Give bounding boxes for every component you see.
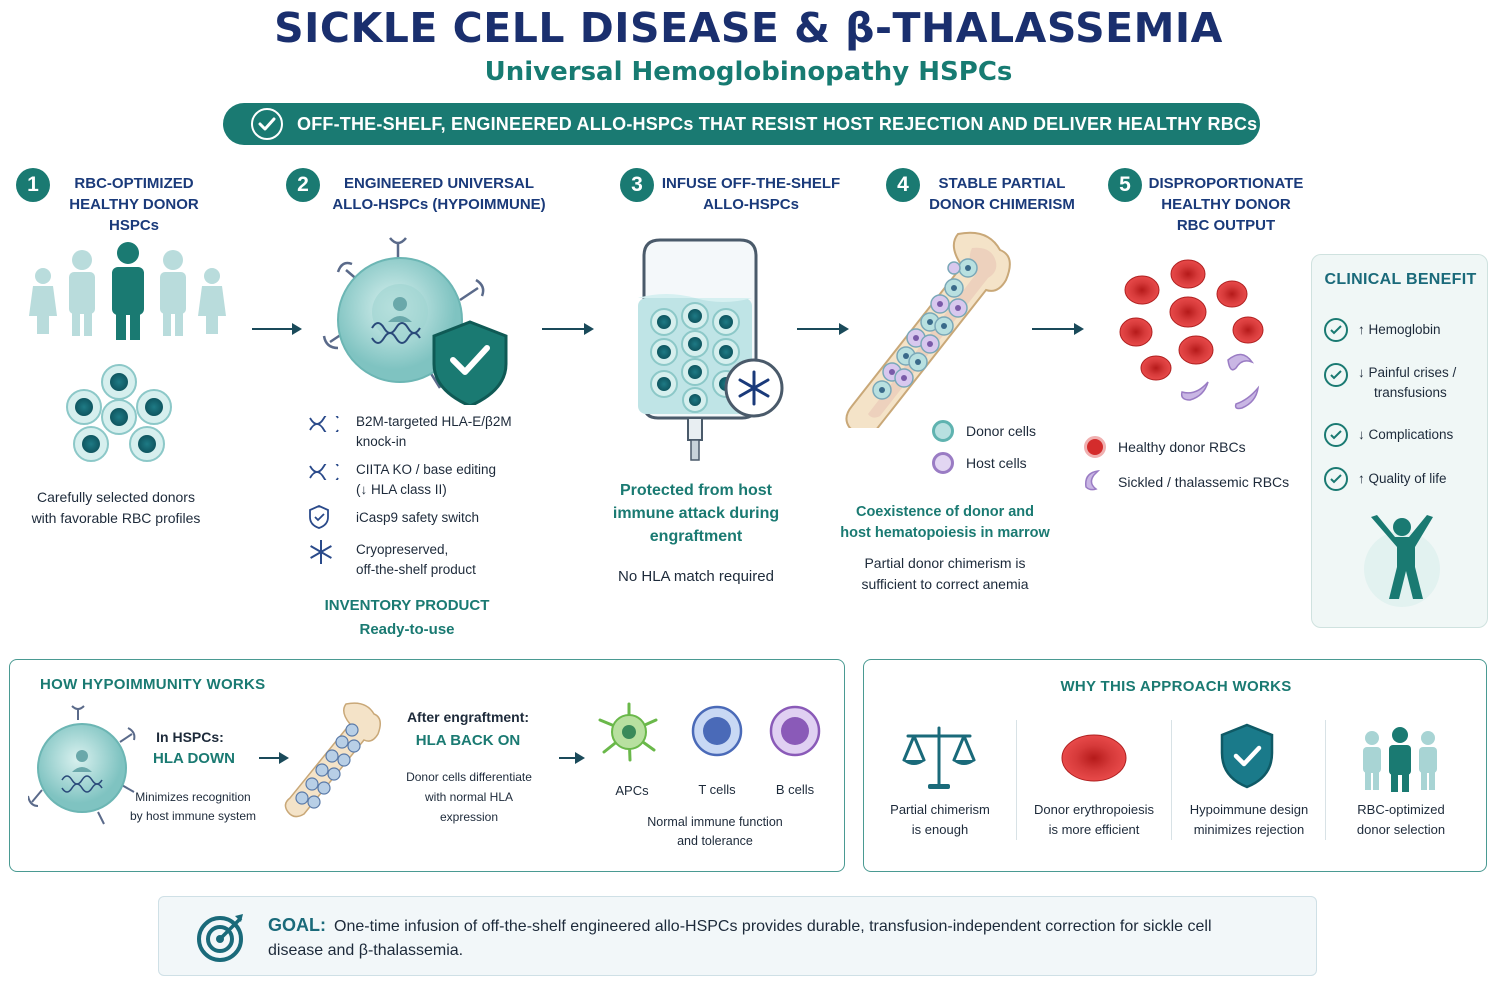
step-3-number: 3 [620, 168, 654, 202]
no-hla-match-note: No HLA match required [618, 568, 774, 585]
page-subtitle: Universal Hemoglobinopathy HSPCs [484, 57, 1013, 87]
apcs-label: APCs [615, 783, 649, 798]
check-icon [251, 108, 283, 140]
step-1-number: 1 [16, 168, 50, 202]
flow-arrow [542, 323, 594, 335]
t-cells-label: T cells [698, 782, 736, 797]
target-icon [197, 914, 243, 962]
flow-arrow [1032, 323, 1084, 335]
b-cells-label: B cells [775, 782, 815, 797]
snowflake-icon [308, 540, 342, 564]
legend-host-cells: Host cells [932, 452, 1027, 474]
shield-check-icon [1220, 723, 1274, 789]
t-cell-icon [691, 705, 743, 757]
flow-arrow [252, 323, 302, 335]
check-circle-icon [1324, 423, 1348, 447]
hypoimmunity-title: HOW HYPOIMMUNITY WORKS [40, 676, 266, 693]
b-cell-icon [769, 705, 821, 757]
clinical-benefit-panel: CLINICAL BENEFIT ↑ Hemoglobin ↓ Painful … [1311, 254, 1488, 628]
donor-cell-swatch [932, 420, 954, 442]
step-2-number: 2 [286, 168, 320, 202]
scale-icon [902, 726, 976, 789]
dna-edit-icon [308, 460, 342, 484]
key-message-banner: OFF-THE-SHELF, ENGINEERED ALLO-HSPCs THA… [223, 103, 1260, 145]
legend-healthy-rbc: Healthy donor RBCs [1084, 436, 1246, 458]
check-circle-icon [1324, 318, 1348, 342]
hla-down-label: HLA DOWN [153, 750, 235, 767]
page-title: SICKLE CELL DISEASE & β-THALASSEMIA [274, 4, 1223, 52]
goal-label: GOAL: [268, 915, 326, 935]
goal-statement: GOAL:One-time infusion of off-the-shelf … [268, 913, 1268, 963]
clinical-benefit-title: CLINICAL BENEFIT [1324, 271, 1477, 288]
why-approach-panel: WHY THIS APPROACH WORKS Partial chimeris… [863, 659, 1487, 872]
inventory-title: INVENTORY PRODUCT [324, 597, 490, 614]
hspc-cluster-icon [66, 364, 172, 462]
benefit-crises: ↓ Painful crises /transfusions [1324, 363, 1456, 403]
healthy-person-icon [1364, 515, 1440, 607]
check-circle-icon [1324, 363, 1348, 387]
rbc-icon [1061, 734, 1127, 782]
hypoimmune-cell-icon [322, 237, 508, 405]
check-circle-icon [1324, 467, 1348, 491]
feature-ciita-ko: CIITA KO / base editing(↓ HLA class II) [308, 460, 536, 500]
feature-icasp9: iCasp9 safety switch [308, 505, 536, 529]
hla-down-cell-icon [28, 705, 136, 825]
step-5-number: 5 [1108, 168, 1142, 202]
why-approach-title: WHY THIS APPROACH WORKS [1060, 678, 1292, 695]
rbc-output-icon [1119, 259, 1264, 410]
goal-text: One-time infusion of off-the-shelf engin… [268, 918, 1212, 959]
host-cell-swatch [932, 452, 954, 474]
goal-panel: GOAL:One-time infusion of off-the-shelf … [158, 896, 1317, 976]
donor-people-icon [29, 242, 226, 340]
feature-cryopreserved: Cryopreserved,off-the-shelf product [308, 540, 536, 580]
benefit-complications: ↓ Complications [1324, 423, 1453, 447]
shield-check-icon [308, 505, 342, 529]
benefit-hemoglobin: ↑ Hemoglobin [1324, 318, 1441, 342]
infusion-bag-icon [638, 238, 784, 461]
legend-donor-cells: Donor cells [932, 420, 1036, 442]
banner-text: OFF-THE-SHELF, ENGINEERED ALLO-HSPCs THA… [297, 113, 1258, 134]
rbc-swatch [1084, 436, 1106, 458]
flow-arrow [259, 752, 289, 764]
benefit-quality-of-life: ↑ Quality of life [1324, 467, 1447, 491]
small-bone-marrow-icon [284, 702, 381, 818]
sickle-cell-swatch [1084, 469, 1106, 494]
hypoimmunity-panel: HOW HYPOIMMUNITY WORKS In HSPCs: HLA DOW… [9, 659, 845, 872]
donors-icon [1363, 727, 1437, 792]
apc-icon [598, 702, 658, 762]
after-engraftment-label: After engraftment: [406, 709, 530, 725]
inventory-subtitle: Ready-to-use [359, 621, 455, 638]
bone-marrow-icon [845, 231, 1011, 428]
dna-icon [308, 412, 342, 436]
flow-arrow [797, 323, 849, 335]
hla-back-on-label: HLA BACK ON [415, 732, 521, 749]
step-4-number: 4 [886, 168, 920, 202]
legend-sickled-rbc: Sickled / thalassemic RBCs [1084, 469, 1289, 494]
in-hspcs-label: In HSPCs: [156, 729, 224, 745]
flow-arrow [559, 752, 585, 764]
